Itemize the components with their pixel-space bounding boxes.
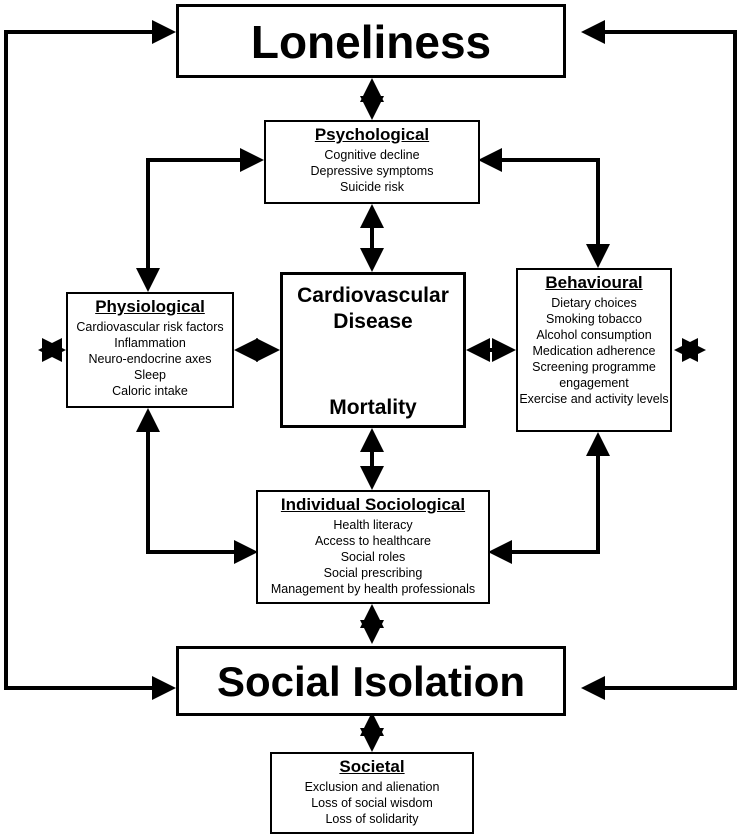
individual-sociological-title: Individual Sociological xyxy=(280,495,466,514)
list-item: Loss of solidarity xyxy=(325,812,419,826)
physiological-sociological-arrow xyxy=(136,408,258,564)
loneliness-box: Loneliness xyxy=(176,4,566,78)
psychological-list: Cognitive decline Depressive symptoms Su… xyxy=(266,147,478,195)
list-item: Health literacy xyxy=(333,518,413,532)
list-item: Sleep xyxy=(134,368,166,382)
list-item: Exercise and activity levels xyxy=(519,392,669,406)
list-item: Smoking tobacco xyxy=(546,312,642,326)
societal-list: Exclusion and alienation Loss of social … xyxy=(272,779,472,827)
list-item: Alcohol consumption xyxy=(536,328,652,342)
behavioural-sociological-arrow xyxy=(488,432,610,564)
behavioural-list: Dietary choices Smoking tobacco Alcohol … xyxy=(518,295,670,407)
list-item: Cognitive decline xyxy=(324,148,420,162)
list-item: Screening programme engagement xyxy=(532,360,656,390)
center-line3: Mortality xyxy=(329,396,417,419)
behavioural-box: Behavioural Dietary choices Smoking toba… xyxy=(516,268,672,432)
physiological-box: Physiological Cardiovascular risk factor… xyxy=(66,292,234,408)
list-item: Cardiovascular risk factors xyxy=(76,320,224,334)
psychological-title: Psychological xyxy=(314,125,430,144)
list-item: Social roles xyxy=(340,550,406,564)
social-isolation-box: Social Isolation xyxy=(176,646,566,716)
list-item: Neuro-endocrine axes xyxy=(88,352,212,366)
list-item: Suicide risk xyxy=(340,180,404,194)
list-item: Social prescribing xyxy=(323,566,423,580)
individual-sociological-box: Individual Sociological Health literacy … xyxy=(256,490,490,604)
list-item: Access to healthcare xyxy=(314,534,432,548)
center-box: Cardiovascular Disease Mortality xyxy=(280,272,466,428)
social-isolation-title: Social Isolation xyxy=(216,658,526,705)
list-item: Loss of social wisdom xyxy=(311,796,433,810)
psychological-box: Psychological Cognitive decline Depressi… xyxy=(264,120,480,204)
list-item: Management by health professionals xyxy=(270,582,476,596)
individual-sociological-list: Health literacy Access to healthcare Soc… xyxy=(258,517,488,597)
list-item: Exclusion and alienation xyxy=(304,780,440,794)
center-line1: Cardiovascular xyxy=(297,284,449,307)
societal-box: Societal Exclusion and alienation Loss o… xyxy=(270,752,474,834)
list-item: Caloric intake xyxy=(112,384,188,398)
physiological-title: Physiological xyxy=(95,297,205,316)
list-item: Medication adherence xyxy=(532,344,656,358)
list-item: Dietary choices xyxy=(551,296,637,310)
physiological-list: Cardiovascular risk factors Inflammation… xyxy=(68,319,232,399)
center-line2: Disease xyxy=(333,310,413,333)
societal-title: Societal xyxy=(339,757,405,776)
psychological-behavioural-arrow xyxy=(478,148,610,268)
psychological-physiological-arrow xyxy=(136,148,264,292)
list-item: Inflammation xyxy=(114,336,186,350)
behavioural-title: Behavioural xyxy=(545,273,643,292)
list-item: Depressive symptoms xyxy=(310,164,434,178)
loneliness-title: Loneliness xyxy=(250,16,492,68)
